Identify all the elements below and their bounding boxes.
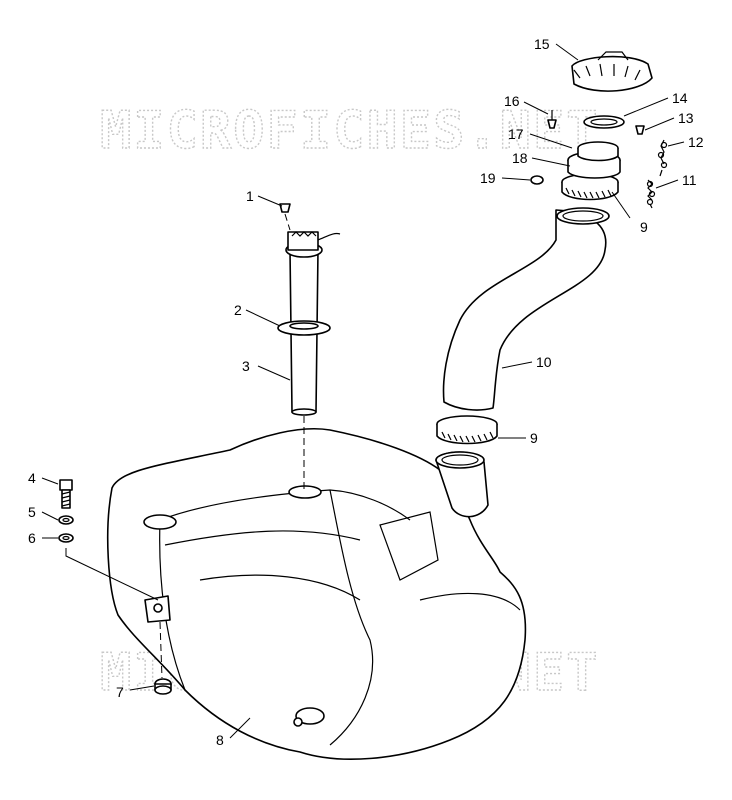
fuel-cap xyxy=(571,51,653,92)
neck-nut xyxy=(530,175,544,185)
lock-washer xyxy=(58,515,74,525)
callout-2: 2 xyxy=(234,302,242,318)
tether-screw xyxy=(635,125,645,135)
callout-10: 10 xyxy=(536,354,552,370)
watermark-top: MICROFICHES.NET xyxy=(100,101,600,161)
filler-screw xyxy=(547,110,557,129)
callout-11: 11 xyxy=(682,172,697,188)
flat-washer xyxy=(58,533,74,543)
filler-hose xyxy=(442,207,610,411)
leader-lines xyxy=(41,43,685,739)
bolt-assembly-line xyxy=(65,548,159,601)
filler-neck xyxy=(567,141,621,179)
callout-6: 6 xyxy=(28,530,36,546)
grommet xyxy=(154,678,172,695)
callout-1: 1 xyxy=(246,188,254,204)
cap-tether xyxy=(646,139,668,209)
callout-9-upper-clamp: 9 xyxy=(640,219,648,235)
callout-3: 3 xyxy=(242,358,250,374)
sender-opening xyxy=(288,485,322,499)
cap-gasket xyxy=(583,115,625,129)
callout-15: 15 xyxy=(534,36,550,52)
callout-7: 7 xyxy=(116,684,124,700)
sender-gasket xyxy=(277,320,331,336)
callout-4: 4 xyxy=(28,470,36,486)
callout-18: 18 xyxy=(512,150,528,166)
mounting-bolt xyxy=(59,479,73,509)
callout-16: 16 xyxy=(504,93,520,109)
callouts: 1 2 3 4 5 6 7 8 9 9 10 11 12 13 14 15 16… xyxy=(28,36,704,748)
fuel-tank xyxy=(106,427,527,760)
callout-5: 5 xyxy=(28,504,36,520)
callout-17: 17 xyxy=(508,126,524,142)
callout-12: 12 xyxy=(688,134,704,150)
hose-clamp-lower xyxy=(436,415,498,445)
callout-19: 19 xyxy=(480,170,496,186)
callout-14: 14 xyxy=(672,90,688,106)
callout-8: 8 xyxy=(216,732,224,748)
sender-screw xyxy=(279,203,291,213)
callout-13: 13 xyxy=(678,110,694,126)
callout-9-lower-clamp: 9 xyxy=(530,430,538,446)
